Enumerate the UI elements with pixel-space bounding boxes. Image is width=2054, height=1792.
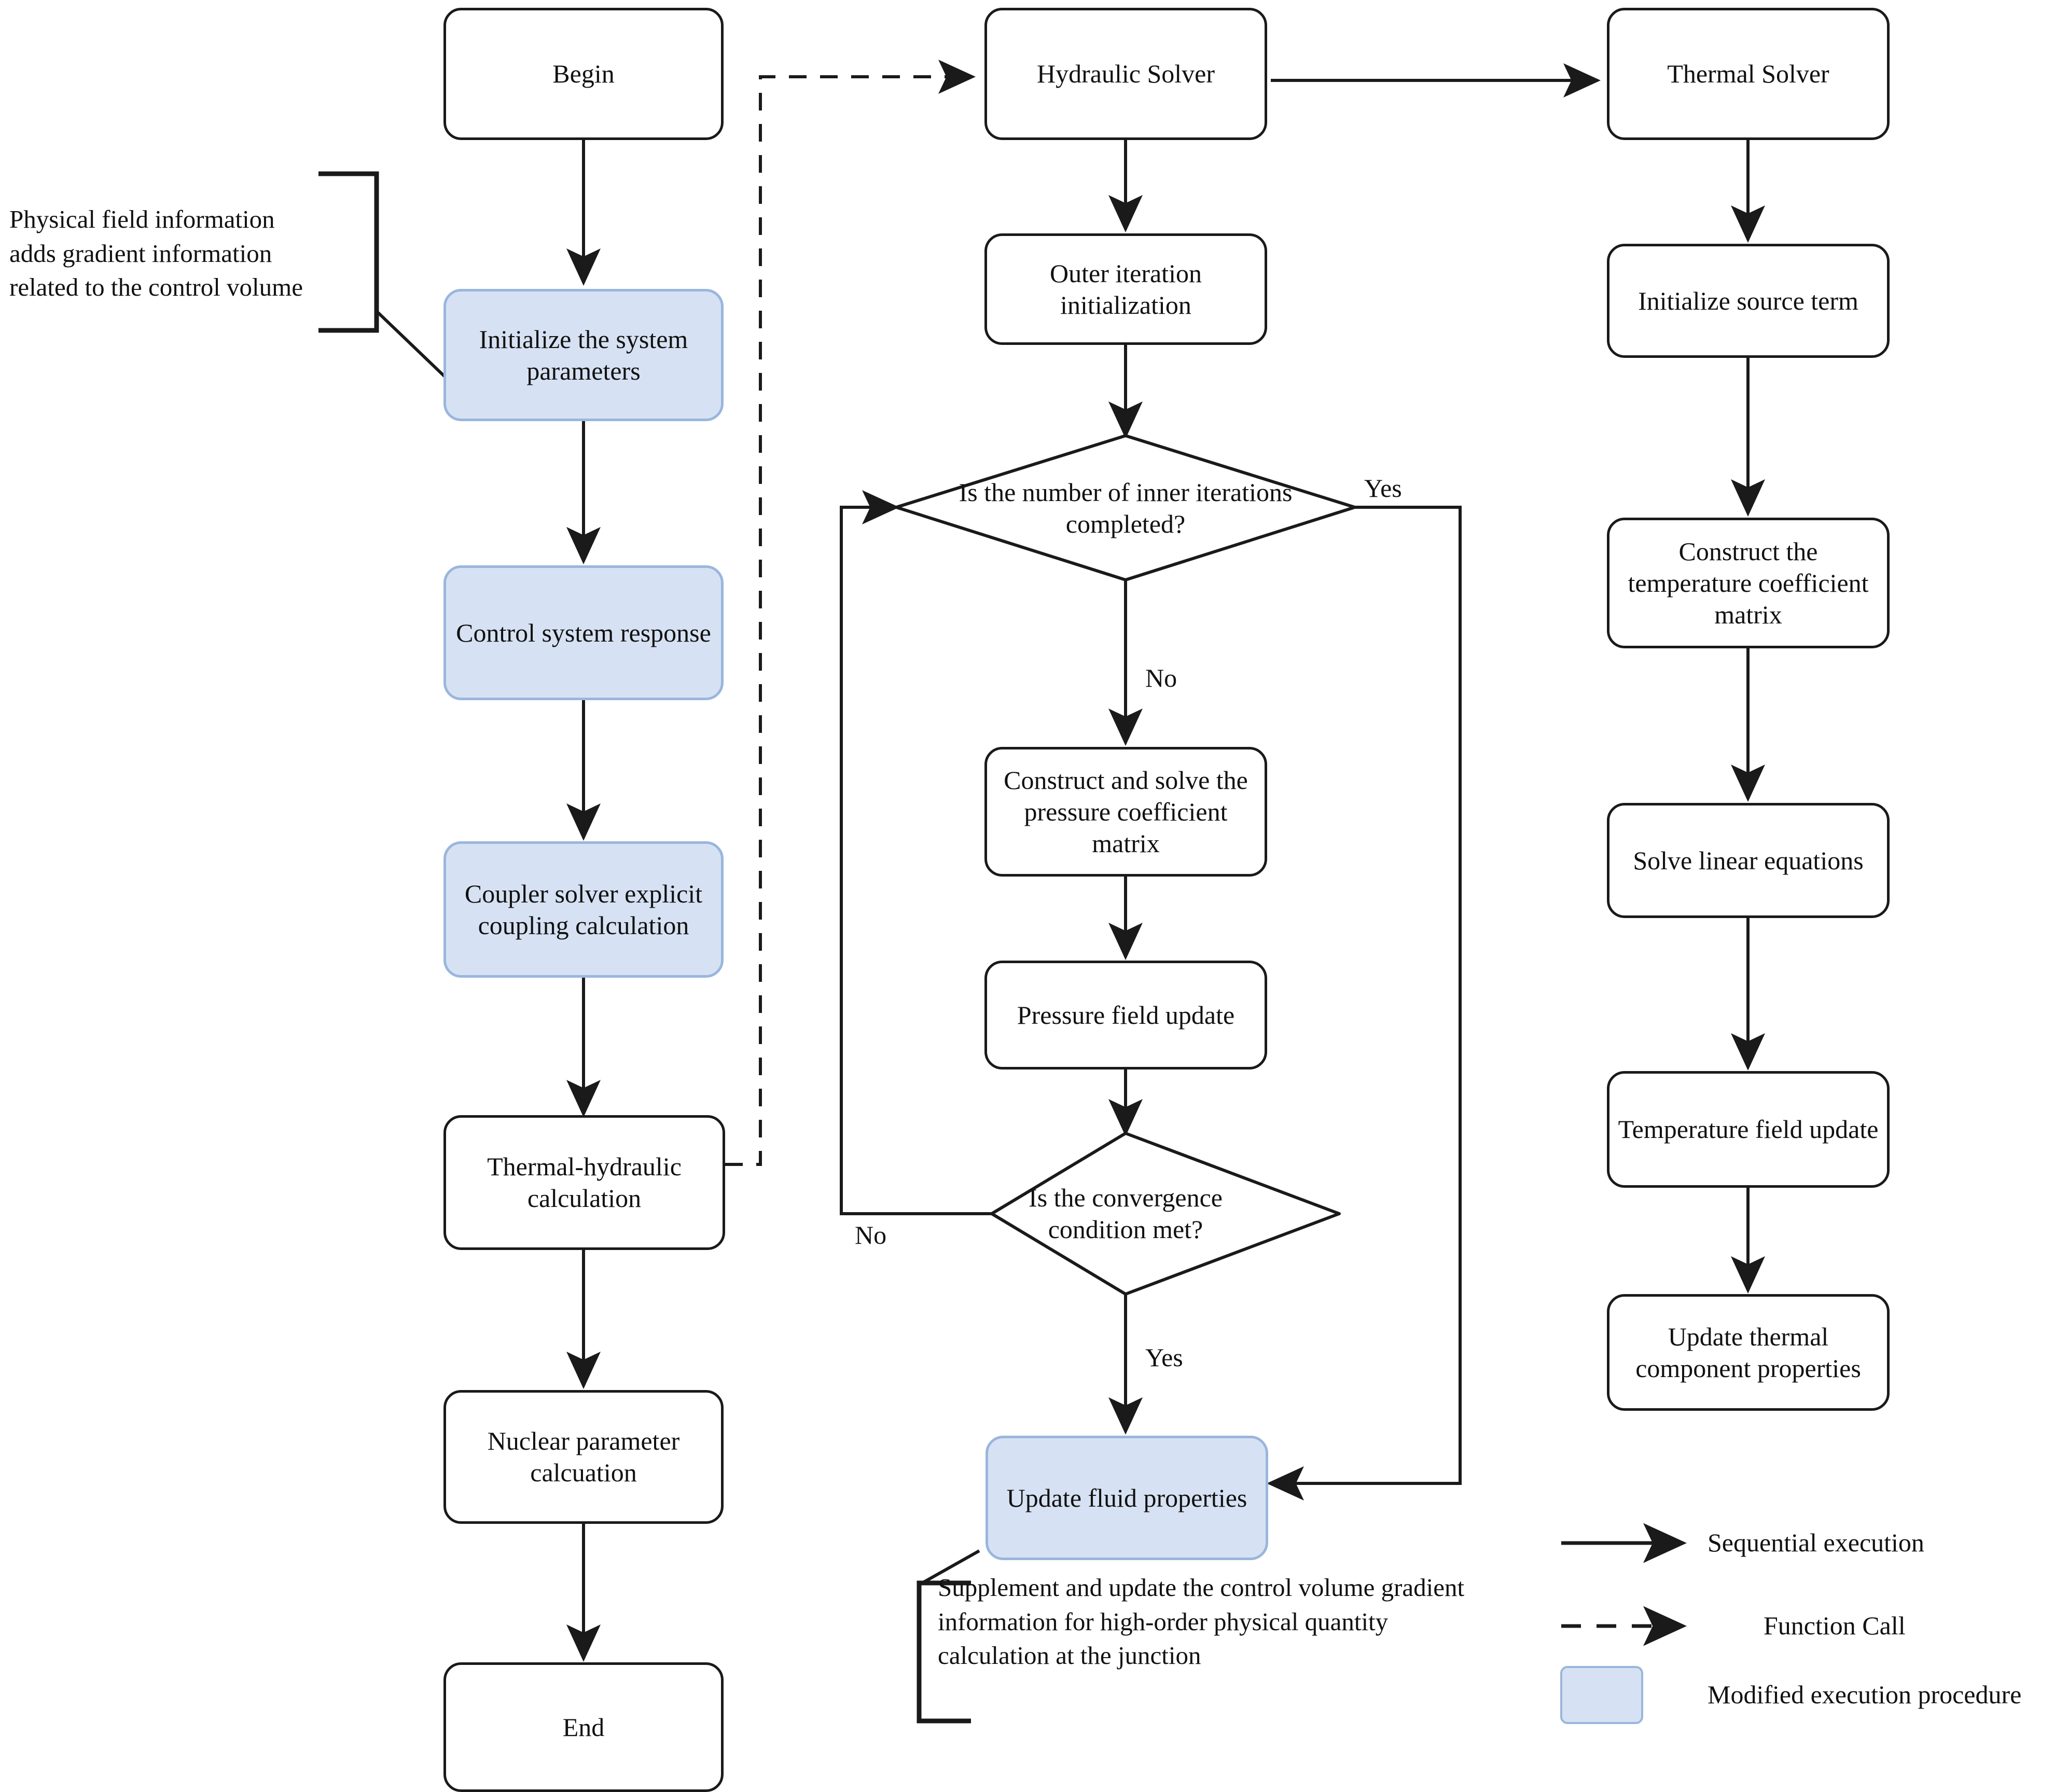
- edge-conv-no-feedback: [840, 490, 992, 1215]
- connector-layer: [566, 60, 1765, 1662]
- middle-annotation-bracket: [917, 1549, 980, 1724]
- decision-convergence-shape: [990, 1132, 1341, 1296]
- edge-label-inner-no: No: [1145, 663, 1177, 692]
- legend-label-sequential: Sequential execution: [1708, 1528, 1924, 1557]
- middle-annotation-text: Supplement and update the control volume…: [938, 1573, 1465, 1670]
- node-solve-linear-equations[interactable]: Solve linear equations: [1607, 803, 1890, 918]
- left-annotation-bracket: [318, 171, 454, 385]
- flowchart-canvas: Begin Initialize the system parameters C…: [9, 8, 2022, 1792]
- node-temperature-field-update[interactable]: Temperature field update: [1607, 1071, 1890, 1188]
- node-initialize-system-parameters[interactable]: Initialize the system parameters: [443, 289, 724, 421]
- node-outer-iteration-initialization[interactable]: Outer iteration initialization: [984, 233, 1267, 345]
- legend-label-modified-procedure: Modified execution procedure: [1708, 1680, 2022, 1709]
- node-thermal-hydraulic-calculation[interactable]: Thermal-hydraulic calculation: [443, 1115, 725, 1250]
- edge-inner-yes: [1267, 506, 1462, 1501]
- node-update-fluid-properties[interactable]: Update fluid properties: [986, 1436, 1268, 1560]
- node-begin[interactable]: Begin: [443, 8, 724, 140]
- legend-markers: [1561, 1523, 1687, 1646]
- edge-label-conv-yes: Yes: [1145, 1343, 1183, 1372]
- blue-box-swatch: [1560, 1666, 1643, 1724]
- node-nuclear-parameter-calculation[interactable]: Nuclear parameter calcuation: [443, 1390, 724, 1524]
- edge-function-call: [725, 60, 976, 1166]
- node-thermal-solver[interactable]: Thermal Solver: [1607, 8, 1890, 140]
- node-update-thermal-component-properties[interactable]: Update thermal component properties: [1607, 1294, 1890, 1411]
- node-construct-solve-pressure-matrix[interactable]: Construct and solve the pressure coeffic…: [984, 747, 1267, 877]
- shape-layer: [318, 171, 1356, 1724]
- node-initialize-source-term[interactable]: Initialize source term: [1607, 244, 1890, 358]
- legend-label-function-call: Function Call: [1764, 1611, 1906, 1640]
- node-hydraulic-solver[interactable]: Hydraulic Solver: [984, 8, 1267, 140]
- left-annotation-text: Physical field information adds gradient…: [9, 205, 303, 302]
- node-construct-temperature-matrix[interactable]: Construct the temperature coefficient ma…: [1607, 518, 1890, 648]
- edge-label-conv-no: No: [855, 1220, 887, 1249]
- node-pressure-field-update[interactable]: Pressure field update: [984, 961, 1267, 1069]
- edge-label-inner-yes: Yes: [1364, 474, 1402, 503]
- node-coupler-solver-explicit-coupling[interactable]: Coupler solver explicit coupling calcula…: [443, 841, 724, 978]
- node-control-system-response[interactable]: Control system response: [443, 565, 724, 700]
- decision-inner-iterations-shape: [895, 434, 1356, 581]
